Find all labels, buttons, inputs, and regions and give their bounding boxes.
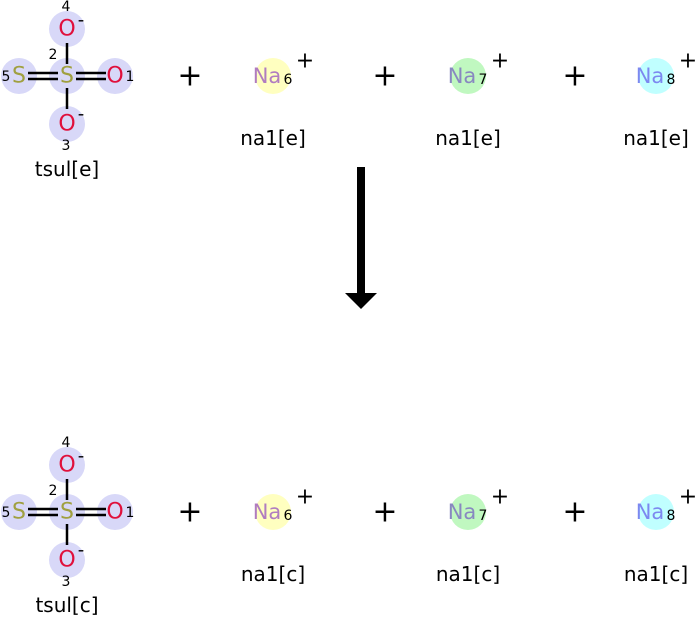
atom-center: S (60, 500, 74, 525)
atom-index: 4 (62, 435, 71, 451)
compound-name: na1[c] (436, 562, 500, 586)
plus-sign: + (372, 495, 397, 530)
atom-bottom: O (58, 112, 75, 137)
atom-index: 7 (479, 72, 488, 88)
atom-highlight (638, 58, 674, 94)
atom-highlight (97, 58, 133, 94)
atom-symbol: Na (253, 64, 282, 88)
atom-highlight (255, 494, 291, 530)
atom-index: 4 (62, 0, 71, 15)
atom-highlight (255, 58, 291, 94)
atom-right: O (106, 500, 123, 525)
atom-index: 3 (62, 138, 71, 154)
charge-label: + (491, 485, 509, 510)
atom-symbol: Na (636, 64, 665, 88)
atom-highlight (49, 447, 85, 483)
atom-index: 8 (667, 508, 676, 524)
atom-highlight (1, 494, 37, 530)
compound-name: tsul[c] (35, 593, 98, 617)
atom-index: 3 (62, 574, 71, 590)
atom-center: S (60, 64, 74, 89)
charge-label: - (78, 10, 85, 31)
atom-highlight (450, 58, 486, 94)
atom-highlight (49, 106, 85, 142)
atom-symbol: Na (636, 500, 665, 524)
plus-sign: + (562, 495, 587, 530)
atom-index: 5 (2, 505, 11, 521)
charge-label: + (296, 49, 314, 74)
compound-name: na1[e] (240, 126, 306, 150)
atom-left: S (12, 500, 26, 525)
charge-label: - (78, 446, 85, 467)
charge-label: - (78, 104, 85, 125)
atom-index: 6 (284, 508, 293, 524)
atom-index: 2 (49, 47, 58, 63)
charge-label: + (679, 49, 697, 74)
atom-index: 2 (49, 483, 58, 499)
atom-highlight (49, 494, 85, 530)
reaction-arrow (345, 167, 377, 309)
atom-index: 7 (479, 508, 488, 524)
atom-index: 1 (126, 69, 135, 85)
atom-symbol: Na (253, 500, 282, 524)
atom-top: O (58, 17, 75, 42)
compound-name: na1[e] (435, 126, 501, 150)
atom-highlight (49, 542, 85, 578)
charge-label: + (296, 485, 314, 510)
atom-index: 6 (284, 72, 293, 88)
atom-left: S (12, 64, 26, 89)
atom-symbol: Na (448, 64, 477, 88)
plus-sign: + (177, 495, 202, 530)
atom-highlight (97, 494, 133, 530)
atom-index: 8 (667, 72, 676, 88)
atom-index: 1 (126, 505, 135, 521)
atom-right: O (106, 64, 123, 89)
compound-name: na1[c] (241, 562, 305, 586)
plus-sign: + (177, 59, 202, 94)
atom-highlight (49, 11, 85, 47)
atom-highlight (638, 494, 674, 530)
atom-highlight (450, 494, 486, 530)
compound-name: na1[c] (624, 562, 688, 586)
atom-symbol: Na (448, 500, 477, 524)
plus-sign: + (562, 59, 587, 94)
atom-bottom: O (58, 548, 75, 573)
charge-label: + (679, 485, 697, 510)
charge-label: + (491, 49, 509, 74)
atom-index: 5 (2, 69, 11, 85)
compound-name: na1[e] (623, 126, 689, 150)
plus-sign: + (372, 59, 397, 94)
atom-highlight (49, 58, 85, 94)
compound-name: tsul[e] (35, 157, 99, 181)
atom-top: O (58, 453, 75, 478)
charge-label: - (78, 540, 85, 561)
atom-highlight (1, 58, 37, 94)
